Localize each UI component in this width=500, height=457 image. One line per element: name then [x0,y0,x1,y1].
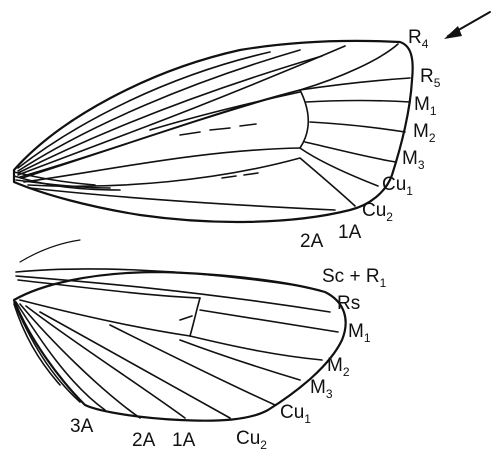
forewing-discal-cell-upper [21,89,301,179]
arrow-icon [444,11,491,39]
hindwing-label-sc-r1: Sc + R1 [322,266,387,290]
forewing-cell-inner-line [149,91,301,131]
hindwing-label-cu2: Cu2 [236,428,267,452]
hindwing-label-m2: M2 [327,355,350,379]
forewing-label-m2: M2 [413,121,436,145]
hindwing-label-rs: Rs [337,293,360,314]
forewing-2a-vein [15,179,111,189]
forewing-label-m1: M1 [414,94,437,118]
forewing-discal-cell-lower [23,147,301,183]
forewing-label-r5: R5 [420,66,441,90]
hindwing-crossvein [189,297,201,337]
hindwing-3a-vein [15,301,106,411]
hindwing-frenulum [19,239,81,263]
forewing-label-r4: R4 [408,27,429,51]
forewing-r5-vein [299,77,411,91]
hindwing-outline [12,270,347,422]
forewing-label-cu1: Cu1 [382,174,413,198]
forewing-discal-crossvein [299,89,310,149]
forewing-r3-vein [17,45,346,176]
forewing-sc-vein [17,51,271,169]
forewing-1a-vein [29,187,336,211]
forewing-base-stroke-2 [13,175,121,191]
hindwing [12,239,347,422]
hindwing-sc-r1-vein [15,268,301,287]
forewing-r2-vein [17,55,323,174]
hindwing-m1-vein [199,309,339,333]
forewing-dashed-m [179,123,257,136]
hindwing-2a-vein [19,303,141,419]
hindwing-m2-vein [189,335,323,361]
forewing-r4-vein [19,43,399,178]
hindwing-cell-upper [17,279,201,299]
forewing-cu1-vein [299,147,379,187]
forewing [12,39,414,224]
forewing-label-2a: 2A [300,231,324,252]
forewing-label-m3: M3 [402,148,425,172]
forewing-label-1a: 1A [338,222,362,243]
hindwing-rs-vein [15,275,331,313]
forewing-label-cu2: Cu2 [362,200,393,224]
hindwing-cell-lower [19,299,191,337]
forewing-m2-vein [309,121,406,133]
hindwing-label-cu1: Cu1 [280,402,311,426]
hindwing-label-m1: M1 [348,321,371,345]
forewing-m1-vein [305,99,411,103]
forewing-dashed-cu [221,172,259,179]
hindwing-crossvein-notch [179,315,193,321]
forewing-outline [12,39,414,224]
hindwing-anal-vein-1 [13,301,81,403]
hindwing-anal-vein-2 [13,303,61,386]
forewing-r1-vein [17,49,301,172]
hindwing-cu2-vein [39,311,231,419]
hindwing-label-m3: M3 [310,377,333,401]
hindwing-cu1-vein [109,324,276,406]
forewing-cu2-vein [27,157,356,207]
forewing-base-stroke-1 [13,171,96,186]
hindwing-label-3a: 3A [70,416,94,437]
forewing-m3-vein [304,141,397,163]
hindwing-label-2a: 2A [132,430,156,451]
hindwing-m3-vein [179,339,301,381]
hindwing-1a-vein [25,305,186,419]
hindwing-label-1a: 1A [172,430,196,451]
